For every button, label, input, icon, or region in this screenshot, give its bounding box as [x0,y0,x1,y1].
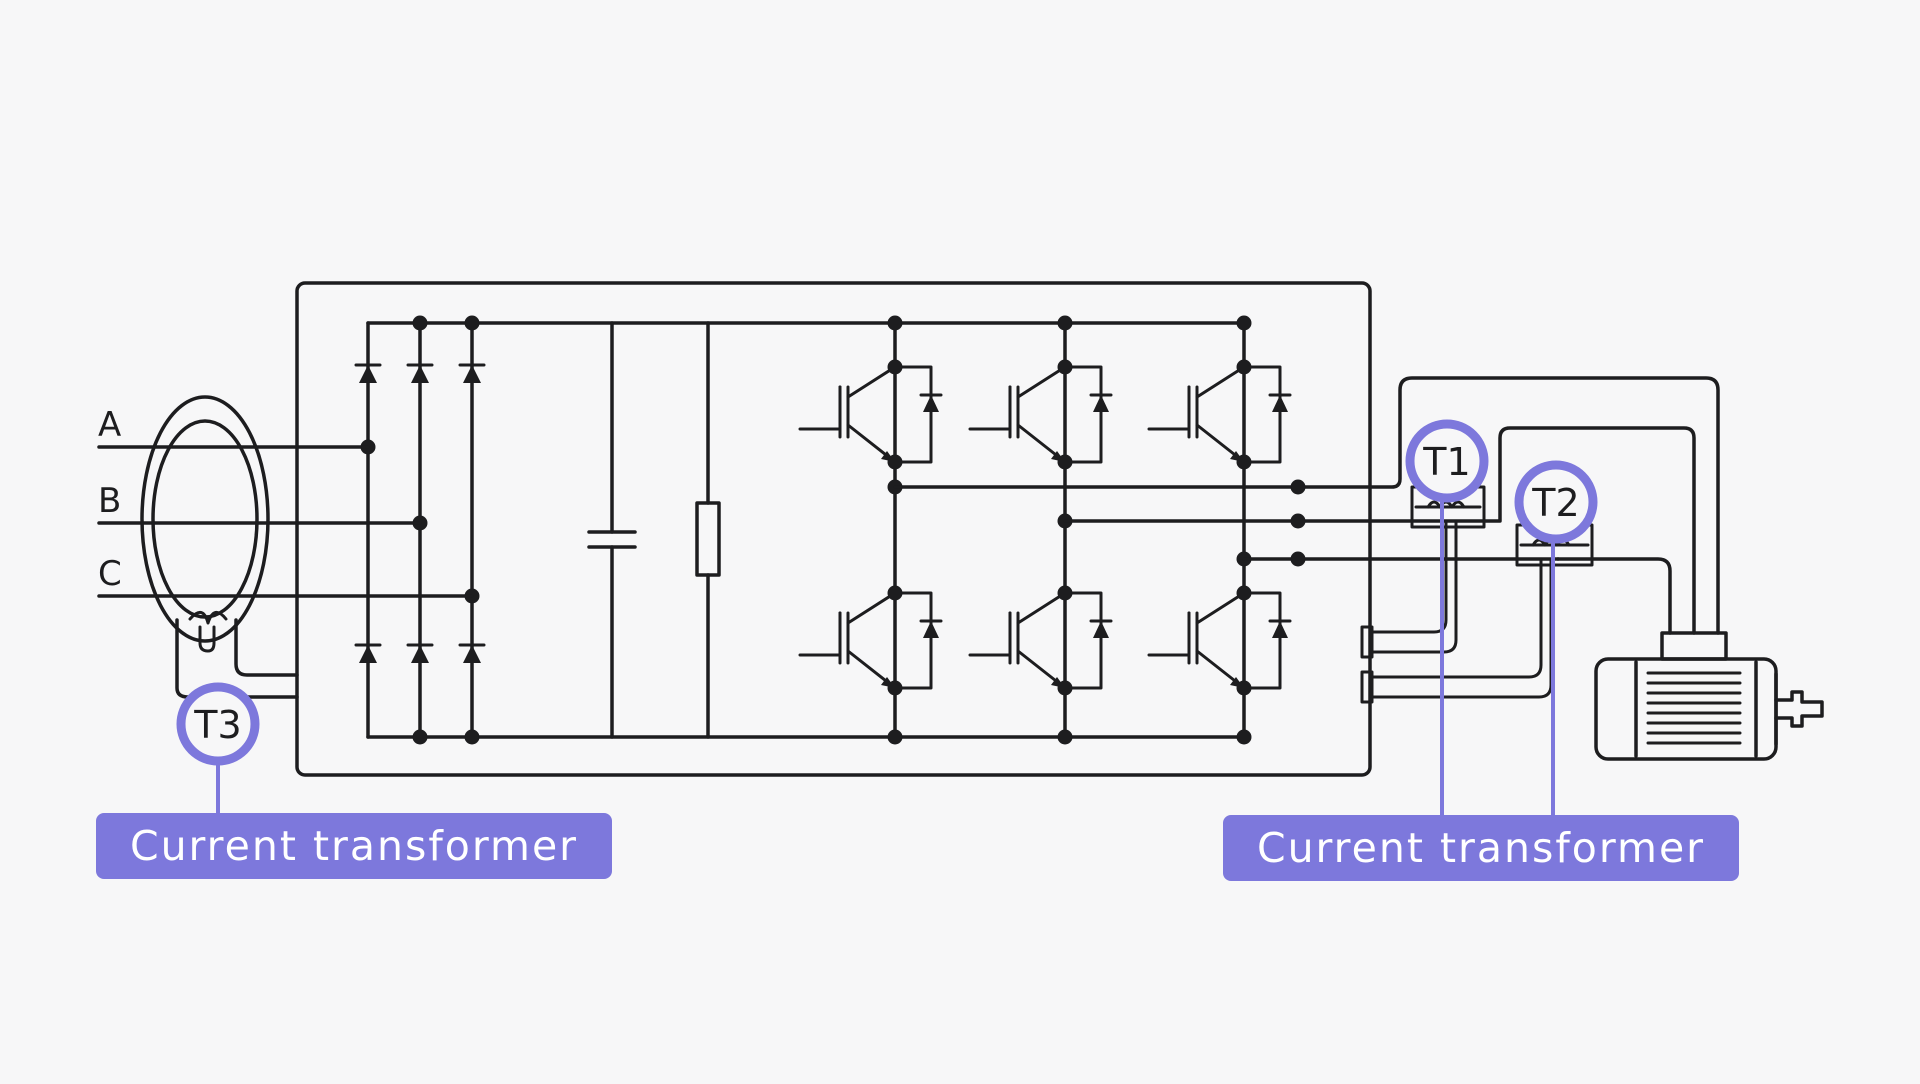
inverter-bridge [798,315,1292,745]
t1-label: T1 [1422,440,1470,484]
dc-link-capacitor [587,321,637,739]
motor [1594,631,1824,761]
t1-marker: T1 [1405,419,1489,503]
rectifier-bridge [354,315,1245,745]
dc-link-resistor [695,321,721,739]
t3-current-transformer [140,395,299,699]
callout-left-current-transformer: Current transformer [96,813,612,879]
t3-marker: T3 [176,682,260,766]
phase-a-label: A [98,405,121,445]
sensor-cables [1360,519,1553,704]
phase-c-label: C [98,554,122,594]
callout-right-current-transformer: Current transformer [1223,815,1739,881]
t3-label: T3 [193,703,241,747]
t2-marker: T2 [1514,460,1598,544]
t2-label: T2 [1531,481,1579,525]
phase-b-label: B [98,481,121,521]
output-lines [893,376,1720,635]
callout-leaders [216,495,1555,815]
converter-enclosure [295,281,1372,777]
